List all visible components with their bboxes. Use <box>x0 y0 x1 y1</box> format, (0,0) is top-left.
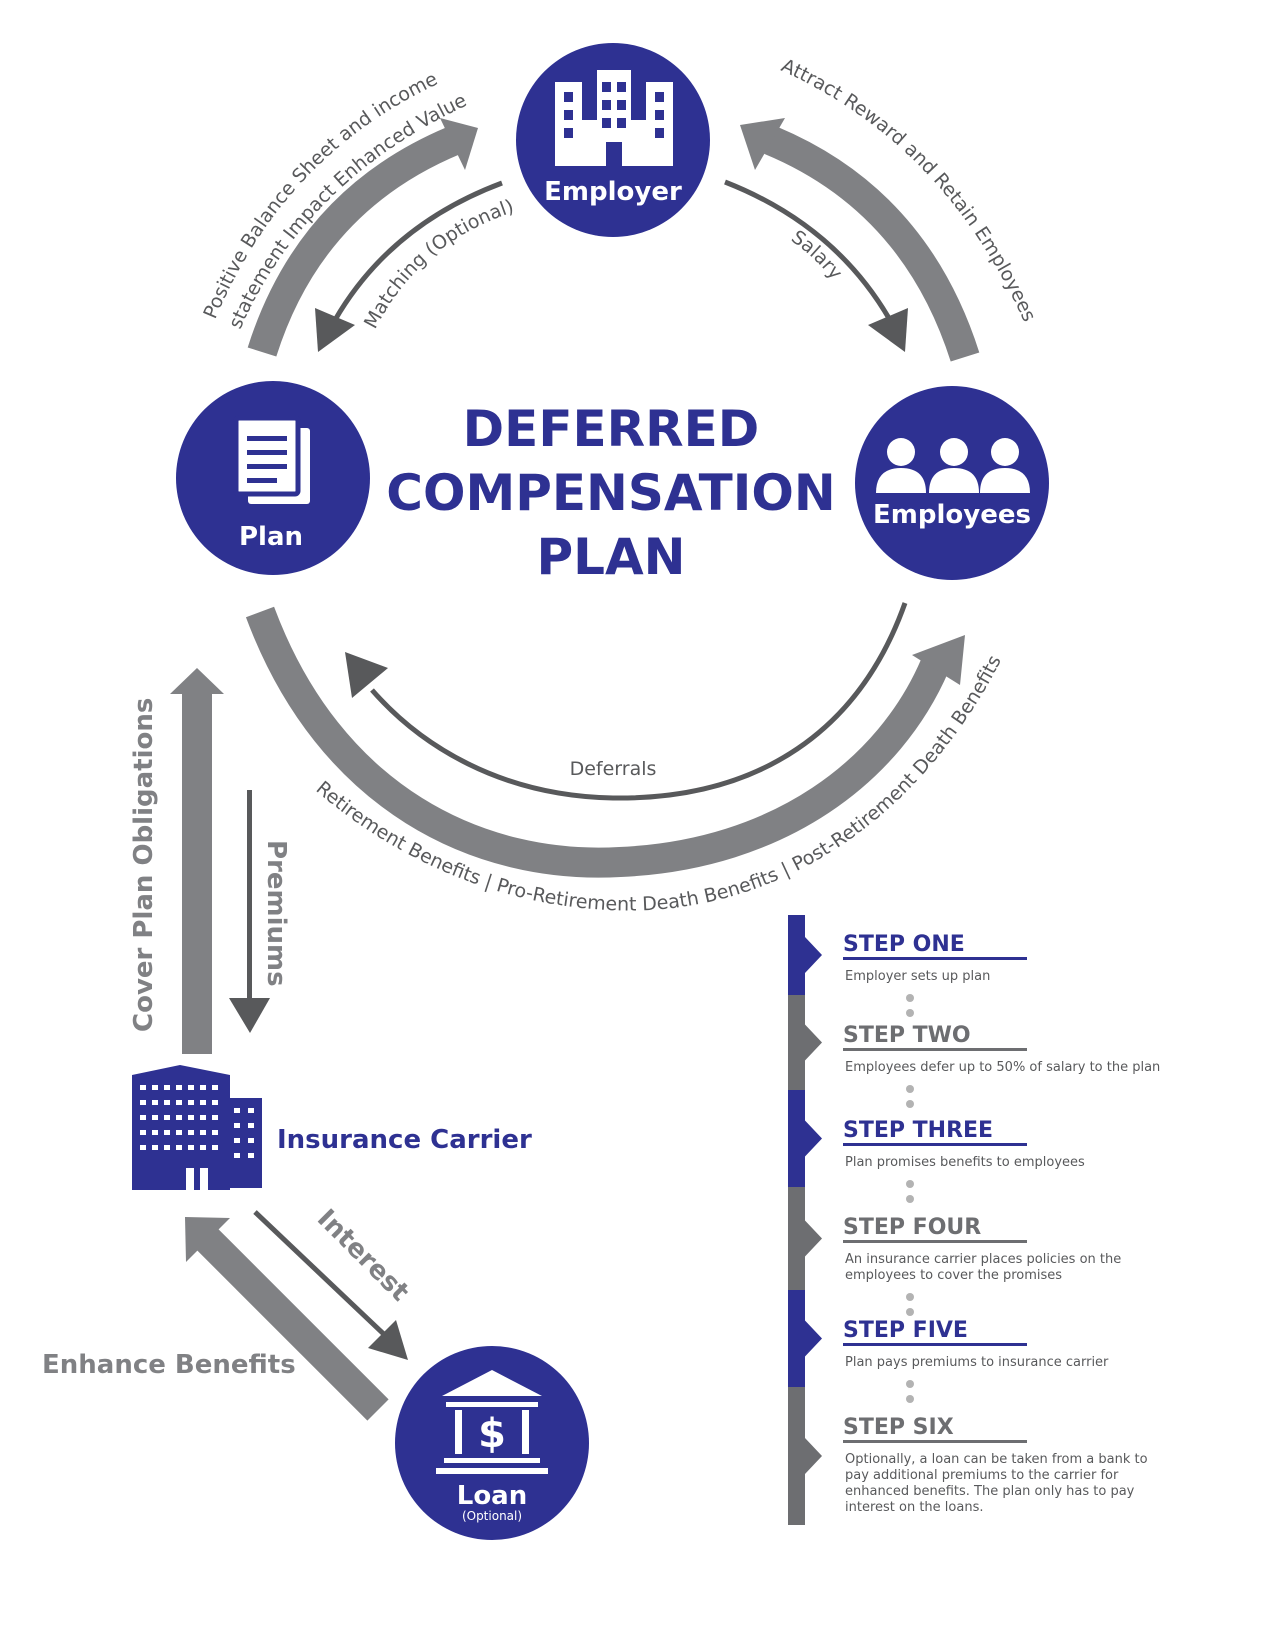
svg-text:$: $ <box>478 1411 506 1457</box>
node-plan: Plan <box>176 381 370 575</box>
label-attract: Attract Reward and Retain Employees <box>778 55 1040 325</box>
label-enhance: Enhance Benefits <box>42 1350 296 1380</box>
document-icon <box>233 415 310 504</box>
insurance-carrier-label: Insurance Carrier <box>277 1125 532 1155</box>
step-underline <box>843 1240 1027 1243</box>
step-description: pay additional premiums to the carrier f… <box>845 1468 1119 1483</box>
step-title: STEP ONE <box>843 932 965 957</box>
employer-label: Employer <box>544 177 682 207</box>
step-underline <box>843 957 1027 960</box>
step-description: Plan promises benefits to employees <box>845 1155 1085 1170</box>
step-connector-dot <box>906 1308 914 1316</box>
flow-deferrals-arrow <box>345 602 908 801</box>
step-marker <box>788 995 822 1090</box>
flow-salary-arrow <box>724 179 908 352</box>
plan-label: Plan <box>239 522 303 552</box>
step-title: STEP FIVE <box>843 1318 968 1343</box>
flow-matching-arrow <box>315 180 503 352</box>
step-underline <box>843 1440 1027 1443</box>
step-description: interest on the loans. <box>845 1500 983 1515</box>
title-line2: COMPENSATION <box>386 464 836 522</box>
step-title: STEP THREE <box>843 1118 993 1143</box>
flow-positive-balance-arrow <box>247 118 478 357</box>
loan-label: Loan <box>457 1481 527 1511</box>
node-loan: $ Loan (Optional) <box>395 1346 589 1540</box>
label-premiums: Premiums <box>261 840 291 987</box>
step-connector-dot <box>906 1100 914 1108</box>
step-connector-dot <box>906 1195 914 1203</box>
step-title: STEP SIX <box>843 1415 954 1440</box>
label-cover: Cover Plan Obligations <box>129 698 159 1032</box>
node-employer: Employer <box>516 43 710 237</box>
node-insurance-carrier: Insurance Carrier <box>132 1065 532 1190</box>
step-marker <box>788 1290 822 1387</box>
label-benefits: Retirement Benefits | Pro-Retirement Dea… <box>312 652 1006 916</box>
node-employees: Employees <box>855 386 1049 580</box>
title-line3: PLAN <box>536 528 685 586</box>
flow-benefits-arrow <box>245 606 965 878</box>
employees-label: Employees <box>873 500 1031 530</box>
step-marker <box>788 1090 822 1187</box>
step-connector-dot <box>906 1180 914 1188</box>
step-connector-dot <box>906 1009 914 1017</box>
people-icon <box>876 438 1030 493</box>
step-title: STEP FOUR <box>843 1215 981 1240</box>
step-connector-dot <box>906 1380 914 1388</box>
step-description: enhanced benefits. The plan only has to … <box>845 1484 1135 1499</box>
step-description: Employees defer up to 50% of salary to t… <box>845 1060 1160 1075</box>
step-connector-dot <box>906 1085 914 1093</box>
title-line1: DEFERRED <box>463 400 760 458</box>
label-interest: Interest <box>311 1204 415 1308</box>
step-connector-dot <box>906 1395 914 1403</box>
step-description: An insurance carrier places policies on … <box>845 1252 1121 1267</box>
step-description: employees to cover the promises <box>845 1268 1062 1283</box>
step-description: Optionally, a loan can be taken from a b… <box>845 1452 1148 1467</box>
step-title: STEP TWO <box>843 1023 971 1048</box>
step-connector-dot <box>906 994 914 1002</box>
flow-cover-arrow <box>170 668 224 1054</box>
step-connector-dot <box>906 1293 914 1301</box>
step-underline <box>843 1048 1027 1051</box>
bank-icon: $ <box>436 1370 548 1474</box>
flow-attract-arrow <box>740 118 980 362</box>
flow-premiums-arrow <box>229 790 270 1033</box>
step-marker <box>788 1387 822 1525</box>
loan-note: (Optional) <box>462 1509 522 1523</box>
step-marker <box>788 1187 822 1290</box>
step-underline <box>843 1343 1027 1346</box>
step-underline <box>843 1143 1027 1146</box>
step-description: Employer sets up plan <box>845 969 990 984</box>
flow-interest-arrow <box>253 1210 408 1360</box>
office-building-icon <box>132 1065 262 1190</box>
step-description: Plan pays premiums to insurance carrier <box>845 1355 1109 1370</box>
step-marker <box>788 915 822 995</box>
label-deferrals: Deferrals <box>570 758 657 780</box>
flow-enhance-arrow <box>185 1217 389 1421</box>
building-icon <box>555 70 673 166</box>
